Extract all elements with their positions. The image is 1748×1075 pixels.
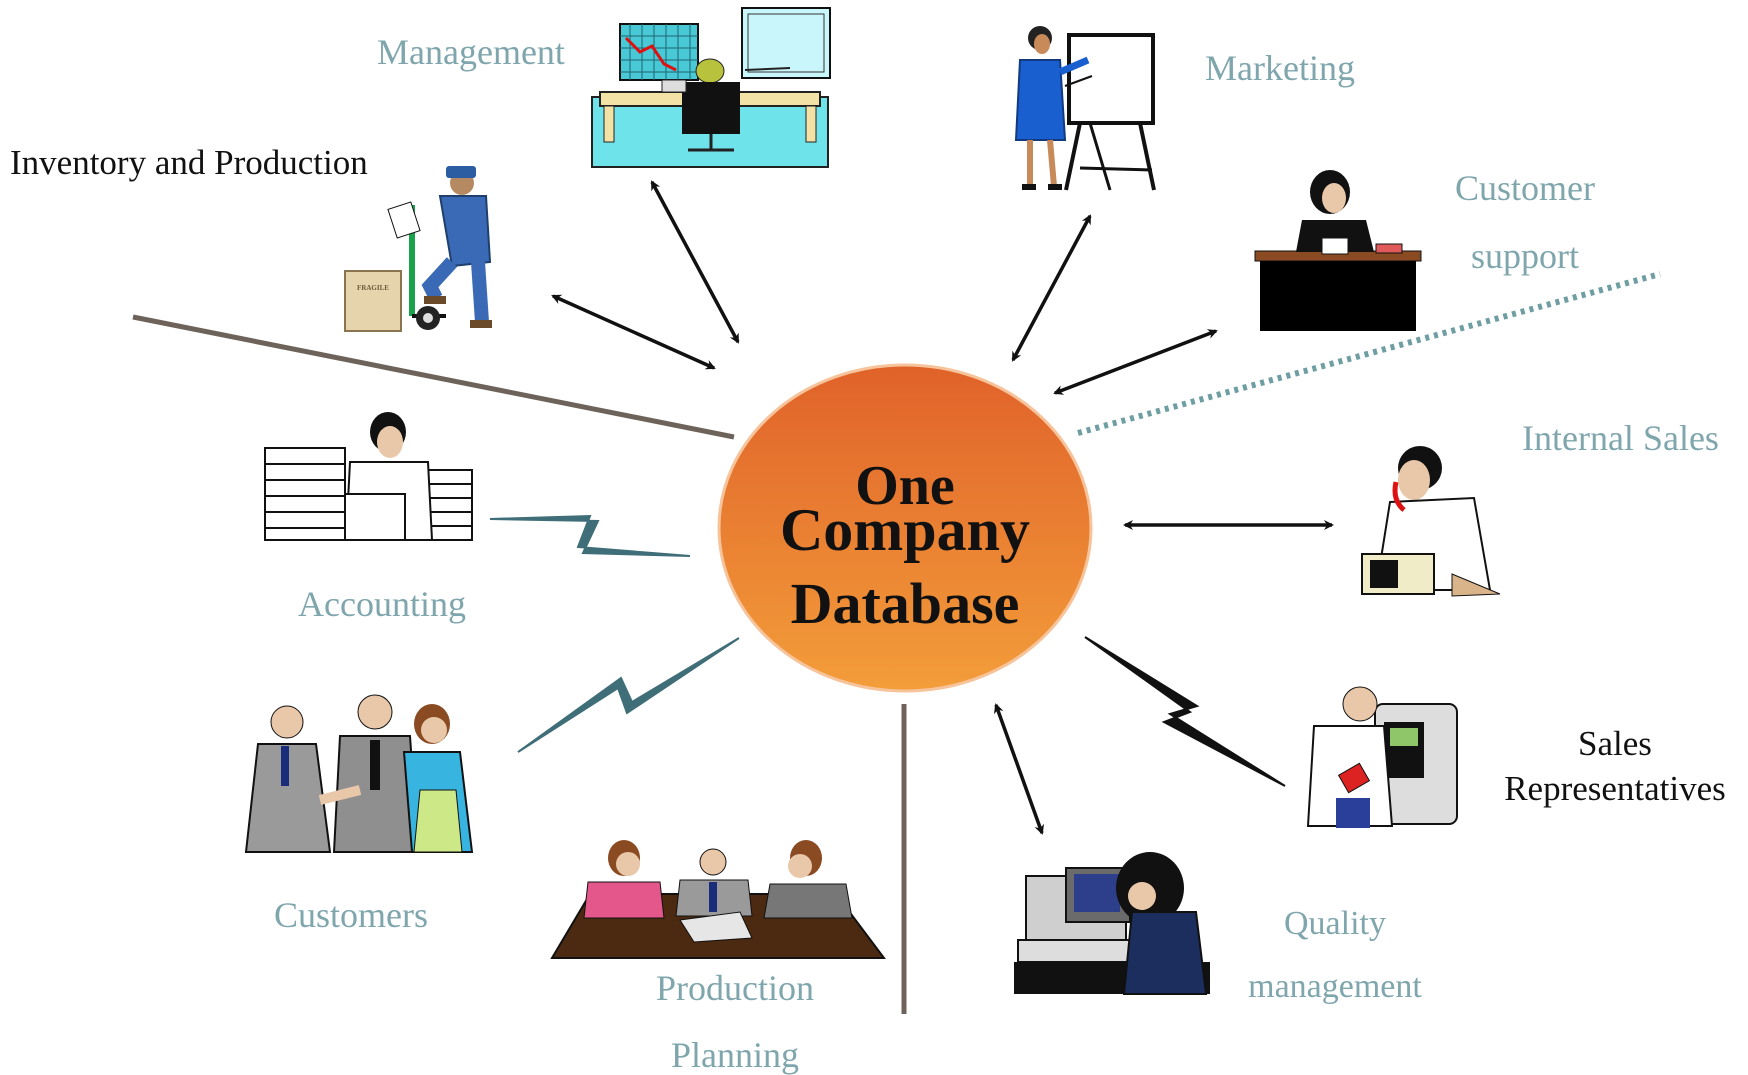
customer-support-clipart xyxy=(1254,170,1422,331)
label-internal-sales: Internal Sales xyxy=(1522,418,1719,458)
label-production-line1: Production xyxy=(656,968,814,1008)
label-production-line2: Planning xyxy=(670,1035,799,1075)
management-clipart xyxy=(591,7,831,168)
label-inventory: Inventory and Production xyxy=(10,143,368,182)
label-accounting: Accounting xyxy=(298,584,466,624)
label-quality-line2: management xyxy=(1248,968,1422,1005)
label-customers: Customers xyxy=(274,895,429,935)
accounting-clipart xyxy=(264,412,473,541)
label-sales-reps-line1: Sales xyxy=(1578,724,1652,763)
hub-ellipse xyxy=(717,363,1093,693)
line-inventory-solid xyxy=(132,314,735,440)
label-quality-line1: Quality xyxy=(1284,905,1386,942)
line-internal-dotted xyxy=(1077,271,1661,436)
label-marketing: Marketing xyxy=(1205,48,1355,88)
lightning-sales-reps xyxy=(1084,636,1286,787)
lightning-customers xyxy=(517,637,740,753)
lightning-accounting xyxy=(489,514,691,557)
label-customer-support-line1: Customer xyxy=(1455,168,1595,208)
hub-title-line3: Database xyxy=(790,571,1020,636)
arrow-customer-support xyxy=(1053,329,1218,395)
arrow-marketing xyxy=(1011,214,1092,362)
label-customer-support-line2: support xyxy=(1471,236,1579,276)
hub-title-line2: Company xyxy=(779,497,1031,563)
fragile-box-label: FRAGILE xyxy=(357,284,389,292)
label-management: Management xyxy=(377,32,565,72)
arrow-quality xyxy=(994,703,1044,835)
internal-sales-clipart xyxy=(1361,446,1501,597)
hub xyxy=(717,363,1093,693)
customers-clipart xyxy=(244,694,474,853)
connectors xyxy=(132,180,1661,1014)
quality-clipart xyxy=(1014,852,1210,995)
hub-title-line1: One xyxy=(855,455,955,517)
marketing-clipart xyxy=(1014,26,1156,191)
production-planning-clipart xyxy=(550,840,886,959)
sales-reps-clipart xyxy=(1306,686,1458,828)
arrow-inventory xyxy=(551,294,716,370)
label-sales-reps-line2: Representatives xyxy=(1504,769,1726,808)
inventory-clipart: FRAGILE xyxy=(344,166,492,332)
arrow-management xyxy=(650,180,740,344)
